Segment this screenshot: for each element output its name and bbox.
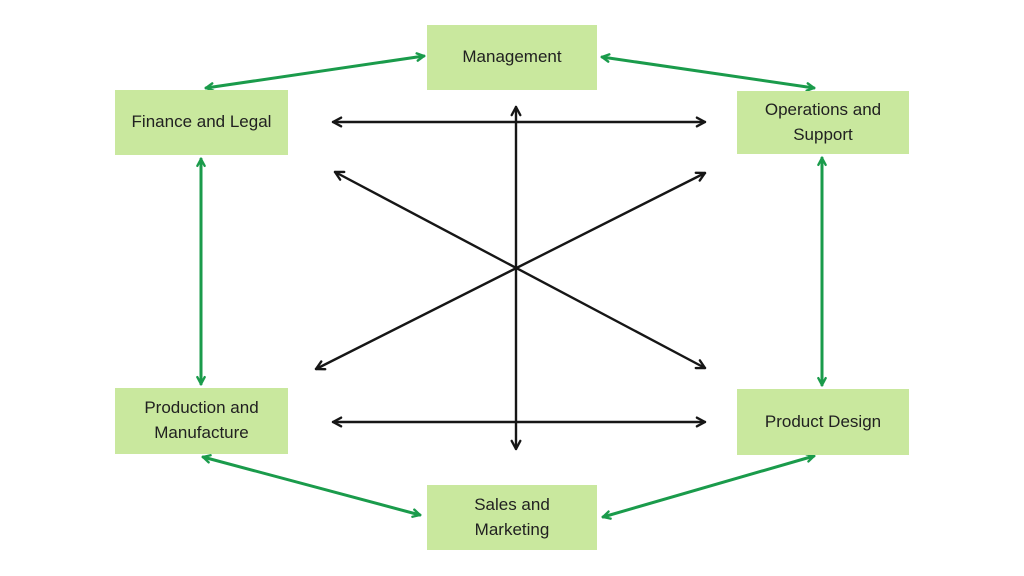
node-management: Management	[427, 25, 597, 90]
node-operations-support: Operations and Support	[737, 91, 909, 154]
edge-production-sales	[201, 454, 422, 518]
node-sales-marketing: Sales and Marketing	[427, 485, 597, 550]
edge-management-operations	[600, 53, 816, 92]
node-production-manufacture: Production and Manufacture	[115, 388, 288, 454]
node-product-design: Product Design	[737, 389, 909, 455]
edge-management-finance	[204, 52, 426, 92]
node-sales-marketing-label: Sales and Marketing	[474, 494, 550, 539]
node-finance-legal-label: Finance and Legal	[131, 112, 272, 132]
edge-sales-productdesign	[601, 453, 816, 520]
node-finance-legal: Finance and Legal	[115, 90, 288, 155]
node-product-design-label: Product Design	[764, 411, 882, 431]
node-operations-support-label: Operations and Support	[764, 99, 882, 144]
node-production-manufacture-label: Production and Manufacture	[144, 398, 259, 442]
edge-production-operations	[314, 171, 707, 371]
node-management-label: Management	[462, 47, 562, 67]
